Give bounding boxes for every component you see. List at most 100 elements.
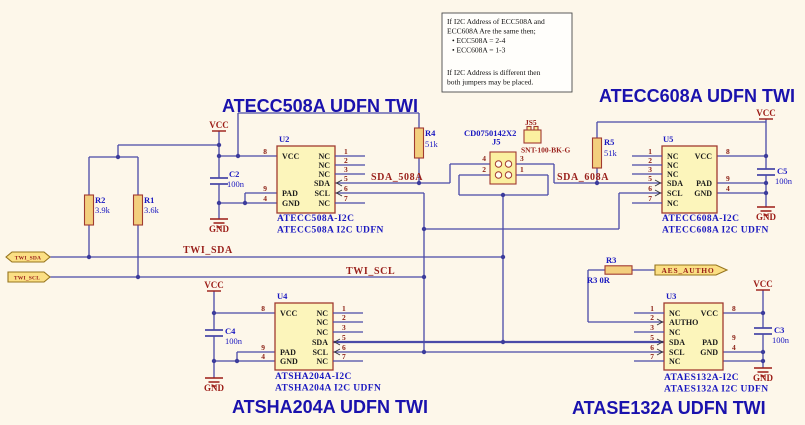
section-title-atsha204a: ATSHA204A UDFN TWI bbox=[232, 397, 428, 417]
pin-direction-marker bbox=[654, 189, 662, 197]
junction-dot bbox=[211, 310, 217, 316]
pin-name: NC bbox=[667, 170, 679, 179]
pin-name: NC bbox=[318, 199, 330, 208]
chip-body bbox=[276, 145, 336, 214]
gnd-symbol-c2 bbox=[210, 218, 228, 228]
c5-refdes: C5 bbox=[777, 166, 787, 176]
junction-dot bbox=[421, 274, 427, 280]
pin-name: PAD bbox=[282, 189, 298, 198]
jumper-body bbox=[489, 151, 517, 185]
chip-body bbox=[274, 302, 334, 371]
pin-name: NC bbox=[316, 357, 328, 366]
pin-number: 9 bbox=[732, 333, 736, 342]
pin-direction-marker bbox=[333, 348, 341, 356]
i2c-address-note: If I2C Address of ECC508A and ECC608A Ar… bbox=[441, 12, 573, 93]
port-flag-twi-sda bbox=[5, 251, 51, 263]
junction-dot bbox=[763, 153, 769, 159]
pin-name: VCC bbox=[695, 152, 713, 161]
pin-name: NC bbox=[667, 199, 679, 208]
pin-number: 9 bbox=[261, 343, 265, 352]
pin-name: SCL bbox=[312, 348, 328, 357]
capacitor-c4-symbol bbox=[205, 329, 223, 337]
pin-name: NC bbox=[316, 309, 328, 318]
gnd-symbol-u3 bbox=[754, 367, 772, 377]
junction-dot bbox=[421, 349, 427, 355]
junction-dot bbox=[760, 358, 766, 364]
pin-number: 1 bbox=[648, 147, 652, 156]
pin-number: 4 bbox=[732, 343, 736, 352]
pin-number: 1 bbox=[650, 304, 654, 313]
port-flag-twi-scl bbox=[7, 271, 51, 283]
chip-body bbox=[663, 302, 724, 371]
chip-refdes: U3 bbox=[666, 291, 676, 301]
jumper-pin2-circle bbox=[494, 171, 503, 179]
pin-name: SCL bbox=[667, 189, 683, 198]
junction-dot bbox=[216, 142, 222, 148]
chip-body bbox=[661, 145, 718, 214]
section-title-atecc608a: ATECC608A UDFN TWI bbox=[599, 86, 795, 106]
pin-name: NC bbox=[318, 152, 330, 161]
pin-name: SDA bbox=[314, 179, 330, 188]
r2-refdes: R2 bbox=[95, 195, 105, 205]
jumper-pin4-circle bbox=[494, 160, 503, 168]
pin-name: SDA bbox=[667, 179, 683, 188]
chip-refdes: U5 bbox=[663, 134, 673, 144]
junction-dot bbox=[86, 254, 92, 260]
port-flag-twi-sda-label: TWI_SDA bbox=[15, 255, 41, 261]
section-title-atecc508a: ATECC508A UDFN TWI bbox=[222, 96, 418, 116]
c4-value: 100n bbox=[225, 336, 243, 346]
pin-number: 4 bbox=[261, 352, 265, 361]
pin-number: 2 bbox=[648, 156, 652, 165]
net-label-sda-608a: SDA_608A bbox=[557, 172, 609, 183]
j5-pin4-number: 4 bbox=[482, 154, 486, 163]
chip-part-number: ATSHA204A-I2C bbox=[275, 372, 352, 382]
j5-part-number: CD0750142X2 bbox=[464, 128, 516, 138]
r1-value: 3.6k bbox=[144, 205, 160, 215]
js5-refdes: JS5 bbox=[525, 118, 537, 127]
resistor-r4 bbox=[413, 127, 425, 159]
resistor-r1 bbox=[132, 194, 144, 226]
pin-number: 7 bbox=[344, 194, 348, 203]
pin-number: 7 bbox=[650, 352, 654, 361]
pin-number: 8 bbox=[263, 147, 267, 156]
schematic-wires bbox=[50, 112, 767, 378]
pin-number: 6 bbox=[342, 343, 346, 352]
r3-value: R3 0R bbox=[587, 275, 611, 285]
pin-name: NC bbox=[316, 328, 328, 337]
pin-direction-marker bbox=[654, 179, 662, 187]
junction-dot bbox=[235, 153, 241, 159]
pin-direction-marker bbox=[656, 338, 664, 346]
pin-number: 6 bbox=[650, 343, 654, 352]
j5-pin1-number: 1 bbox=[520, 165, 524, 174]
pin-name: NC bbox=[667, 152, 679, 161]
junction-dot bbox=[594, 180, 600, 186]
jumper-j5 bbox=[489, 151, 517, 185]
chip-part-name: ATECC508A I2C UDFN bbox=[277, 226, 384, 236]
pin-name: NC bbox=[318, 170, 330, 179]
pin-number: 7 bbox=[342, 352, 346, 361]
c3-refdes: C3 bbox=[774, 325, 784, 335]
junction-dot bbox=[500, 254, 506, 260]
junction-dot bbox=[234, 358, 240, 364]
gnd-label-c2: GND bbox=[209, 224, 230, 234]
pin-number: 6 bbox=[344, 184, 348, 193]
pin-name: SDA bbox=[669, 338, 685, 347]
junction-dot bbox=[135, 274, 141, 280]
pin-number: 8 bbox=[732, 304, 736, 313]
r5-refdes: R5 bbox=[604, 137, 614, 147]
c2-value: 100n bbox=[227, 179, 245, 189]
resistor-r5 bbox=[591, 137, 603, 169]
vcc-label-u3: VCC bbox=[753, 279, 773, 289]
port-flag-twi-scl-label: TWI_SCL bbox=[14, 275, 40, 281]
junction-dot bbox=[760, 349, 766, 355]
junction-dot bbox=[500, 339, 506, 345]
note-line-5: If I2C Address is different then bbox=[447, 68, 541, 77]
pin-direction-marker bbox=[333, 338, 341, 346]
gnd-symbol-u5 bbox=[757, 206, 775, 216]
junction-dot bbox=[115, 154, 121, 160]
pin-name: NC bbox=[669, 357, 681, 366]
